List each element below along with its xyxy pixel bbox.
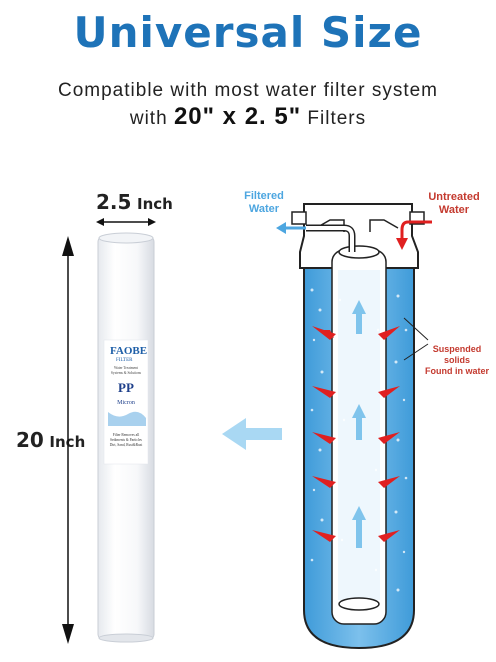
- inflow-arrows: [312, 326, 400, 542]
- height-value: 20: [16, 428, 44, 452]
- label-micron: Micron: [117, 400, 135, 406]
- untreated-label-line-1: Untreated: [428, 191, 480, 203]
- untreated-inlet-arrow-icon: [396, 220, 432, 250]
- flow-direction-arrow-icon: [222, 418, 282, 450]
- size-prefix: with: [129, 108, 168, 129]
- label-desc-3: Dirt, Sand, Rust&Rust: [110, 443, 143, 448]
- solids-label-line-2: Found in water: [425, 366, 489, 376]
- label-desc-1: Filter Removes all: [113, 433, 140, 437]
- width-dimension-label: 2.5 Inch: [96, 190, 173, 214]
- width-dimension-arrow: [96, 218, 156, 226]
- page-title: Universal Size: [73, 8, 423, 57]
- brand-sub: FILTER: [116, 358, 133, 363]
- upflow-arrows: [352, 300, 366, 548]
- filter-housing-diagram: [276, 203, 432, 650]
- label-tagline-2: Systems & Solutions: [111, 371, 142, 375]
- suspended-solids-label: Suspended solids Found in water: [420, 344, 494, 377]
- label-water-graphic: [108, 411, 146, 426]
- size-value: 20" x 2. 5": [173, 103, 302, 130]
- outlet-port: [291, 211, 307, 225]
- filter-size-text: with 20" x 2. 5" Filters: [0, 103, 496, 131]
- width-unit: Inch: [137, 195, 173, 213]
- width-value: 2.5: [96, 190, 132, 214]
- solids-label-line-1: Suspended solids: [432, 344, 482, 365]
- brand-logo: FAOBE: [110, 345, 147, 357]
- filtered-water-label: Filtered Water: [236, 190, 292, 216]
- compatibility-text: Compatible with most water filter system: [58, 80, 438, 101]
- filtered-label-line-2: Water: [248, 203, 280, 215]
- label-material: PP: [118, 380, 134, 395]
- filtered-outlet-arrow-icon: [276, 222, 306, 234]
- label-desc-2: Sediments & Particles: [110, 438, 143, 442]
- label-tagline-1: Water Treatment: [114, 366, 138, 370]
- untreated-water-label: Untreated Water: [418, 191, 490, 217]
- height-dimension-arrow: [62, 236, 74, 644]
- untreated-label-line-2: Water: [438, 204, 470, 216]
- filtered-label-line-1: Filtered: [244, 190, 284, 202]
- size-suffix: Filters: [307, 108, 367, 129]
- product-label: FAOBE FILTER Water Treatment Systems & S…: [103, 339, 149, 465]
